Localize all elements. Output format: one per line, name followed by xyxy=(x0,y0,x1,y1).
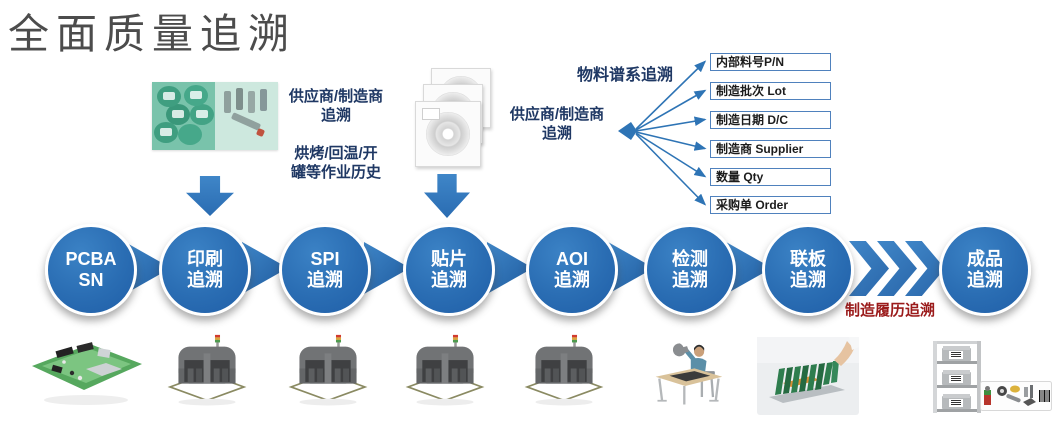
syringe-shapes xyxy=(224,91,231,113)
flow-step-pcba-sn: PCBA SN xyxy=(45,224,137,316)
smt-machine-illustration xyxy=(165,334,249,408)
syringe-shape xyxy=(230,112,262,131)
pcba-board-illustration xyxy=(28,340,146,410)
smt-machine-illustration xyxy=(522,334,606,408)
flow-step-test: 检测 追溯 xyxy=(644,224,736,316)
flow-step-printing: 印刷 追溯 xyxy=(159,224,251,316)
pedigree-box-lot: 制造批次 Lot xyxy=(710,82,831,100)
syringe-tip-shape xyxy=(255,127,266,138)
chevron-right-icon xyxy=(849,241,889,296)
bake-history-note: 烘烤/回温/开 罐等作业历史 xyxy=(290,145,381,181)
finished-goods-rack-illustration xyxy=(932,340,982,414)
smt-machine-illustration xyxy=(286,334,370,408)
pedigree-title: 物料谱系追溯 xyxy=(577,67,674,84)
parts-barcode-label-illustration xyxy=(980,381,1052,411)
pcb-panel-handling-photo xyxy=(757,337,859,415)
pedigree-box-qty: 数量 Qty xyxy=(710,168,831,186)
jar-label-shapes xyxy=(163,92,175,100)
pedigree-fan-arrows xyxy=(618,60,707,206)
pedigree-box-pn: 内部料号P/N xyxy=(710,53,831,71)
down-arrow-icon xyxy=(186,176,234,216)
solder-paste-photo xyxy=(152,82,278,150)
reel-card xyxy=(415,101,481,167)
down-arrow-icon xyxy=(424,174,470,218)
smt-machine-illustration xyxy=(403,334,487,408)
flow-step-aoi: AOI 追溯 xyxy=(526,224,618,316)
flow-step-placement: 贴片 追溯 xyxy=(403,224,495,316)
manufacturing-history-label: 制造履历追溯 xyxy=(845,302,936,319)
reel-label xyxy=(422,108,440,120)
flow-step-panel: 联板 追溯 xyxy=(762,224,854,316)
component-reels-photo xyxy=(415,68,497,170)
inspection-worker-illustration xyxy=(645,336,731,410)
pedigree-box-supplier: 制造商 Supplier xyxy=(710,140,831,158)
supplier-trace-note: 供应商/制造商 追溯 xyxy=(509,106,605,142)
solder-syringes-photo xyxy=(215,82,278,150)
flow-step-finished: 成品 追溯 xyxy=(939,224,1031,316)
pedigree-box-order: 采购单 Order xyxy=(710,196,831,214)
pedigree-box-dc: 制造日期 D/C xyxy=(710,111,831,129)
solder-paste-jars-photo xyxy=(152,82,215,150)
supplier-trace-note: 供应商/制造商 追溯 xyxy=(288,88,384,124)
page-title: 全面质量追溯 xyxy=(8,11,296,57)
fan-origin-diamond xyxy=(618,122,637,140)
flow-step-spi: SPI 追溯 xyxy=(279,224,371,316)
